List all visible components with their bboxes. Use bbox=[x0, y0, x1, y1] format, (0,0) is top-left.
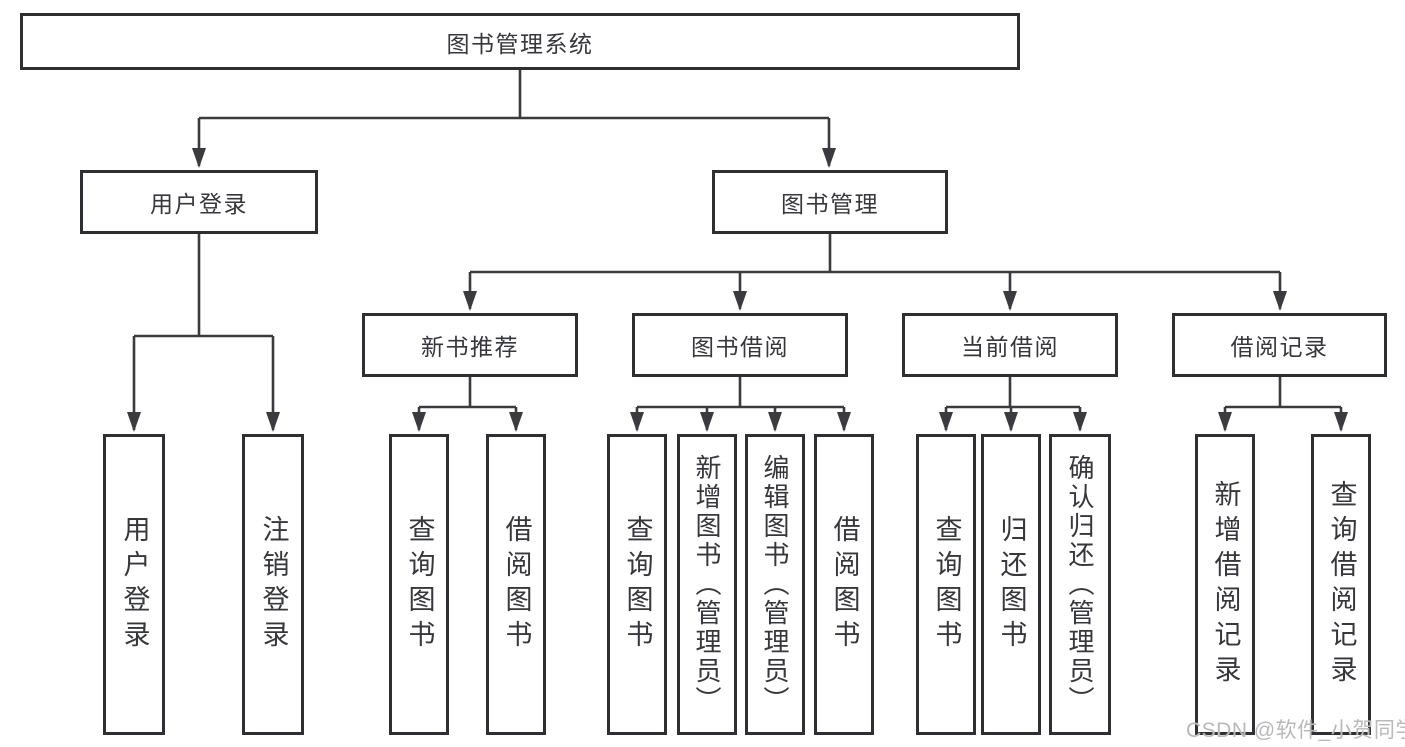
leaf-current-query-books: 查询图书 bbox=[916, 434, 976, 735]
node-current-borrowing: 当前借阅 bbox=[902, 313, 1118, 377]
node-label: 图书借阅 bbox=[691, 334, 789, 360]
leaf-query-borrow-record: 查询借阅记录 bbox=[1311, 434, 1371, 735]
leaf-confirm-return-admin: 确认归还（管理员） bbox=[1049, 434, 1111, 735]
node-label: 归还图书 bbox=[996, 514, 1027, 655]
leaf-recommend-query-books: 查询图书 bbox=[389, 434, 449, 735]
node-book-management: 图书管理 bbox=[712, 170, 948, 234]
node-label: 注销登录 bbox=[258, 514, 289, 655]
leaf-borrowing-query-books: 查询图书 bbox=[607, 434, 667, 735]
node-label: 借阅记录 bbox=[1230, 334, 1329, 360]
leaf-return-books: 归还图书 bbox=[981, 434, 1041, 735]
node-label: 借阅图书 bbox=[501, 514, 532, 655]
node-label: 确认归还（管理员） bbox=[1065, 454, 1095, 715]
node-label: 查询图书 bbox=[931, 514, 962, 655]
node-label: 图书管理系统 bbox=[446, 30, 594, 57]
node-label: 借阅图书 bbox=[829, 514, 860, 655]
node-borrowing-records: 借阅记录 bbox=[1172, 313, 1387, 377]
node-user-login: 用户登录 bbox=[80, 170, 318, 234]
node-label: 查询图书 bbox=[404, 514, 435, 655]
node-label: 新书推荐 bbox=[421, 334, 519, 360]
node-label: 编辑图书（管理员） bbox=[760, 454, 790, 715]
node-label: 查询借阅记录 bbox=[1326, 479, 1357, 690]
node-label: 新增图书（管理员） bbox=[692, 454, 722, 715]
node-label: 查询图书 bbox=[622, 514, 653, 655]
leaf-logout: 注销登录 bbox=[242, 434, 304, 735]
node-label: 用户登录 bbox=[119, 514, 150, 655]
leaf-add-books-admin: 新增图书（管理员） bbox=[677, 434, 737, 735]
watermark: CSDN @软件_小贺同学 bbox=[1186, 719, 1405, 742]
node-book-borrowing: 图书借阅 bbox=[632, 313, 848, 377]
leaf-recommend-borrow-books: 借阅图书 bbox=[486, 434, 546, 735]
node-library-management-system: 图书管理系统 bbox=[20, 13, 1020, 70]
node-label: 用户登录 bbox=[150, 191, 248, 217]
leaf-add-borrow-record: 新增借阅记录 bbox=[1195, 434, 1255, 735]
node-label: 当前借阅 bbox=[961, 334, 1059, 360]
leaf-edit-books-admin: 编辑图书（管理员） bbox=[745, 434, 805, 735]
leaf-user-login: 用户登录 bbox=[103, 434, 165, 735]
leaf-borrowing-borrow-books: 借阅图书 bbox=[814, 434, 874, 735]
node-label: 新增借阅记录 bbox=[1210, 479, 1241, 690]
node-label: 图书管理 bbox=[781, 191, 879, 217]
node-new-book-recommend: 新书推荐 bbox=[362, 313, 578, 377]
